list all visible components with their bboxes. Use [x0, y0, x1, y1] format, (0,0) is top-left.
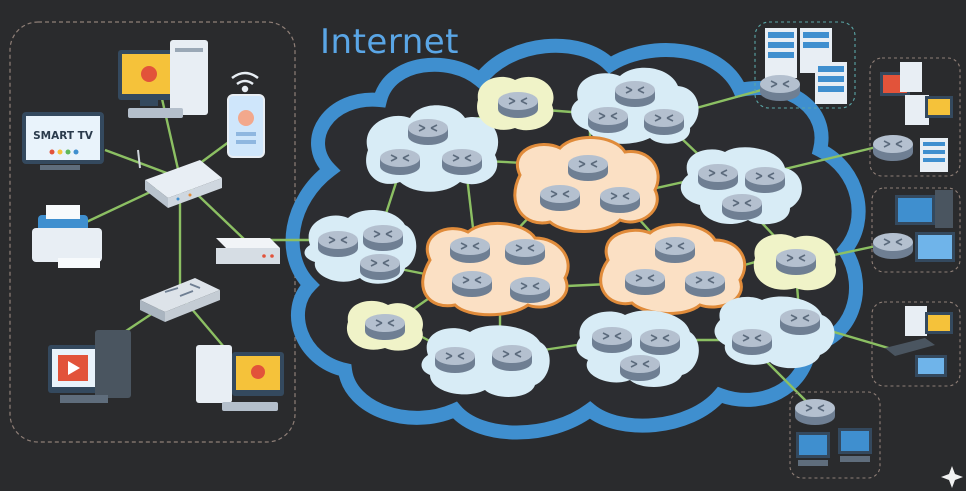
cluster-blue-nw	[366, 105, 499, 192]
cluster-orange-center	[513, 136, 660, 233]
sparkle-icon	[941, 466, 963, 488]
cluster-orange-w	[421, 221, 570, 317]
cluster-blue-w	[304, 209, 417, 284]
cluster-orange-e	[599, 223, 747, 315]
workstation-box	[871, 187, 961, 273]
wifi-icon	[231, 71, 259, 93]
branch-computers-icon	[796, 428, 872, 466]
network-switch-icon	[140, 278, 220, 322]
datacenter-router	[759, 74, 801, 102]
home-router-icon	[137, 149, 222, 208]
infected-desktop-icon	[196, 345, 284, 411]
datacenter-box	[754, 21, 856, 109]
modem-icon	[216, 238, 280, 264]
home-office-box	[871, 301, 961, 387]
office-computers-icon	[880, 62, 953, 172]
cluster-blue-s	[421, 325, 550, 397]
smart-tv-label: SMART TV	[33, 130, 94, 142]
printer-icon	[32, 205, 102, 268]
internet-title: Internet	[320, 22, 460, 62]
server-rack-icon	[765, 28, 847, 104]
branch-box	[789, 391, 881, 479]
home-office-icon	[885, 306, 953, 377]
cluster-blue-e	[714, 296, 835, 369]
branch-router	[794, 398, 836, 426]
cluster-blue-n	[571, 67, 699, 144]
cluster-blue-se	[576, 310, 699, 387]
smartphone-icon	[227, 94, 265, 158]
workstation-router	[872, 232, 914, 260]
smart-tv-icon	[22, 112, 104, 170]
cluster-yellow-sw	[346, 300, 423, 351]
office-router	[872, 134, 914, 162]
cluster-yellow-e	[753, 234, 837, 291]
lan-dashed-box	[9, 21, 296, 443]
cluster-blue-ne	[680, 147, 802, 225]
video-desktop-icon	[48, 330, 131, 403]
workstation-icon	[895, 190, 955, 262]
office-box	[869, 57, 961, 177]
desktop-computer-icon	[118, 40, 208, 118]
cluster-yellow-n	[477, 76, 554, 131]
